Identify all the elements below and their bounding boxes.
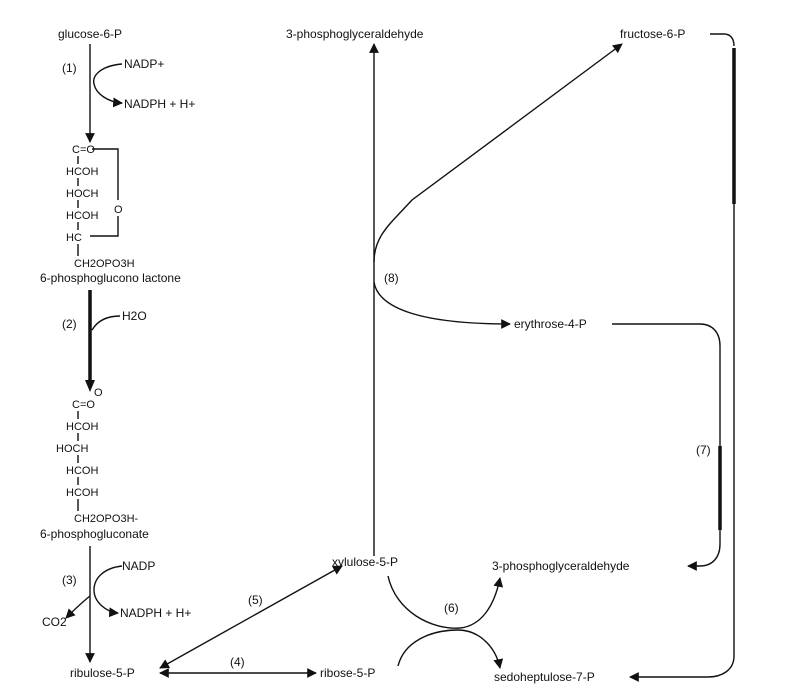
step-6-upper-arc — [387, 575, 504, 629]
step-2-label: (2) — [62, 317, 77, 331]
water-label: H2O — [122, 309, 147, 323]
gluconate-c2: HCOH — [66, 421, 98, 433]
lactone-ring-bond-top — [92, 148, 119, 200]
step-8-to-fructose-arrow — [373, 43, 623, 263]
lactone-c2: HCOH — [66, 166, 98, 178]
step-7-label: (7) — [696, 443, 711, 457]
g3p-bottom-label: 3-phosphoglyceraldehyde — [492, 559, 630, 573]
gluconate-c1: C=O — [72, 399, 95, 411]
step-5-arrow — [159, 565, 343, 669]
lactone-structure: C=O HCOH HOCH HCOH HC CH2OPO3H O — [66, 144, 135, 270]
gluconate-c4: HCOH — [66, 465, 98, 477]
nadp-3-label: NADP — [122, 559, 155, 573]
gluconate-structure: C=O O HCOH HOCH HCOH HCOH CH2OPO3H- — [56, 387, 139, 525]
lactone-c6: CH2OPO3H — [74, 258, 135, 270]
gluconate-c1-oxygen: O — [94, 387, 103, 399]
co2-release-arrow — [65, 595, 91, 619]
lactone-c1: C=O — [72, 144, 95, 156]
nadph-1-label: NADPH + H+ — [124, 97, 195, 111]
lactone-label: 6-phosphoglucono lactone — [40, 271, 181, 285]
gluconate-label: 6-phosphogluconate — [40, 527, 149, 541]
step-6-lower-arc — [397, 629, 504, 669]
glucose-6-p-label: glucose-6-P — [58, 27, 122, 41]
water-curved-arrow — [91, 315, 121, 331]
step-8-label: (8) — [384, 271, 399, 285]
lactone-ring-oxygen: O — [114, 204, 123, 216]
lactone-ring-bond-bottom — [90, 216, 119, 237]
step-3-label: (3) — [62, 573, 77, 587]
nadp-nadph-curved-arrow-3 — [93, 565, 123, 618]
step-4-label: (4) — [230, 655, 245, 669]
lactone-c4: HCOH — [66, 210, 98, 222]
step-8-to-erythrose-arrow — [373, 281, 511, 329]
xylulose-5-p-label: xylulose-5-P — [332, 555, 398, 569]
lactone-c5: HC — [66, 232, 82, 244]
step-6-label: (6) — [444, 601, 459, 615]
step-1-label: (1) — [62, 61, 77, 75]
gluconate-c5: HCOH — [66, 487, 98, 499]
g3p-top-label: 3-phosphoglyceraldehyde — [286, 27, 424, 41]
step-7-bracket-arrow — [612, 323, 721, 571]
nadp-1-label: NADP+ — [124, 57, 164, 71]
gluconate-c6: CH2OPO3H- — [74, 513, 139, 525]
fructose-6-p-label: fructose-6-P — [620, 27, 685, 41]
ribulose-5-p-label: ribulose-5-P — [70, 666, 135, 680]
lactone-c3: HOCH — [66, 188, 98, 200]
erythrose-4-p-label: erythrose-4-P — [514, 317, 587, 331]
fructose-bracket-top — [710, 33, 735, 47]
ribose-5-p-label: ribose-5-P — [320, 666, 375, 680]
nadph-3-label: NADPH + H+ — [120, 606, 191, 620]
co2-label: CO2 — [42, 615, 67, 629]
step-5-label: (5) — [248, 593, 263, 607]
to-sedoheptulose-arrow — [629, 204, 735, 682]
gluconate-c3: HOCH — [56, 443, 88, 455]
sedoheptulose-7-p-label: sedoheptulose-7-P — [494, 670, 595, 684]
nadp-nadph-curved-arrow-1 — [93, 63, 123, 108]
